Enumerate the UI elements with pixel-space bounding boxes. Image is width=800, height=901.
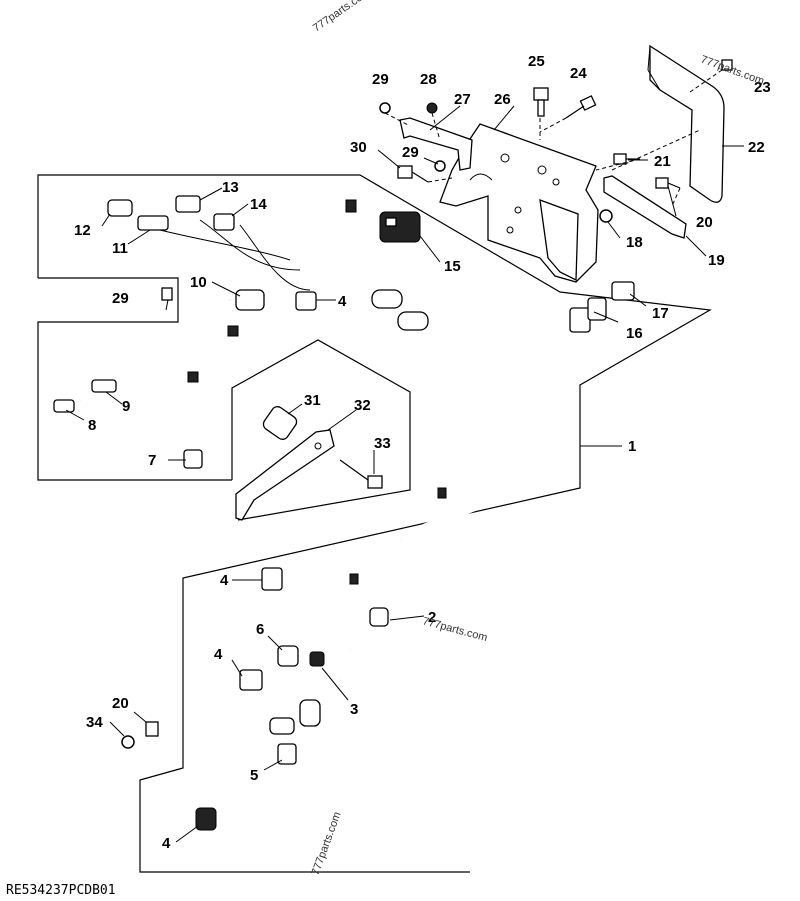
connector-6 bbox=[277, 645, 299, 667]
callout-26: 26 bbox=[494, 91, 511, 108]
bolt-30 bbox=[397, 165, 429, 183]
callout-10: 10 bbox=[190, 274, 207, 291]
group-outline-lines bbox=[37, 174, 712, 873]
harness-cables bbox=[78, 199, 581, 833]
connector-17 bbox=[611, 281, 635, 301]
callout-32: 32 bbox=[354, 397, 371, 414]
bolt-20 bbox=[655, 177, 681, 189]
bolt-25 bbox=[533, 87, 549, 117]
callout-13: 13 bbox=[222, 179, 239, 196]
watermark-right: 777parts.com bbox=[699, 54, 766, 88]
callout-1: 1 bbox=[628, 438, 636, 455]
strap-19 bbox=[603, 175, 687, 239]
callout-labels: 1 2 3 4 4 4 4 5 6 7 8 9 10 11 12 13 14 1… bbox=[74, 53, 771, 852]
callout-19: 19 bbox=[708, 252, 725, 269]
callout-27: 27 bbox=[454, 91, 471, 108]
loose-parts bbox=[121, 287, 383, 749]
connector-10 bbox=[235, 289, 265, 311]
callout-29-mid: 29 bbox=[402, 144, 419, 161]
connector-16 bbox=[569, 297, 607, 333]
connector-4-bottom bbox=[195, 807, 217, 831]
drawing-code: RE534237PCDB01 bbox=[6, 883, 116, 898]
callout-23: 23 bbox=[754, 79, 771, 96]
callout-14: 14 bbox=[250, 196, 267, 213]
callout-7: 7 bbox=[148, 452, 156, 469]
bracket-assembly bbox=[379, 44, 733, 283]
callout-15: 15 bbox=[444, 258, 461, 275]
callout-12: 12 bbox=[74, 222, 91, 239]
watermark-bottom: 777parts.com bbox=[310, 810, 344, 877]
callout-25: 25 bbox=[528, 53, 545, 70]
callout-18: 18 bbox=[626, 234, 643, 251]
stud-29-left bbox=[161, 287, 173, 301]
spacer-31 bbox=[262, 406, 298, 440]
callout-2: 2 bbox=[428, 609, 436, 626]
connector-7 bbox=[183, 449, 203, 469]
bracket-32 bbox=[235, 429, 335, 521]
callout-24: 24 bbox=[570, 65, 587, 82]
callout-28: 28 bbox=[420, 71, 437, 88]
callout-30: 30 bbox=[350, 139, 367, 156]
callout-11: 11 bbox=[112, 240, 128, 257]
callout-16: 16 bbox=[626, 325, 643, 342]
nut-29-upper bbox=[379, 102, 391, 114]
callout-34: 34 bbox=[86, 714, 103, 731]
connector-12 bbox=[107, 199, 133, 217]
callout-20-upper: 20 bbox=[696, 214, 713, 231]
callout-6: 6 bbox=[256, 621, 264, 638]
bolt-20-lower bbox=[145, 721, 159, 737]
watermark-middle: 777parts.com bbox=[421, 615, 488, 644]
connector-14 bbox=[213, 213, 235, 231]
nut-34 bbox=[121, 735, 135, 749]
callout-33: 33 bbox=[374, 435, 391, 452]
callout-4-bottom: 4 bbox=[162, 835, 171, 852]
callout-17: 17 bbox=[652, 305, 669, 322]
nut-29 bbox=[434, 160, 446, 172]
connector-5 bbox=[277, 743, 297, 765]
callout-4-upper: 4 bbox=[338, 293, 347, 310]
callout-29-left: 29 bbox=[112, 290, 129, 307]
connectors bbox=[53, 195, 635, 831]
connector-4-mid bbox=[261, 567, 283, 591]
callout-4-mid: 4 bbox=[220, 572, 229, 589]
nut-18 bbox=[599, 209, 613, 223]
connector-2 bbox=[369, 607, 389, 627]
leader-lines bbox=[65, 105, 744, 843]
bolt-21 bbox=[613, 153, 640, 165]
cover-22 bbox=[649, 44, 725, 203]
connector-15 bbox=[379, 211, 421, 243]
bolt-33 bbox=[339, 459, 383, 489]
callout-3: 3 bbox=[350, 701, 358, 718]
callout-21: 21 bbox=[654, 153, 671, 170]
callout-22: 22 bbox=[748, 139, 765, 156]
callout-5: 5 bbox=[250, 767, 258, 784]
connector-4-lower bbox=[239, 669, 263, 691]
nut-23 bbox=[721, 59, 733, 71]
connector-4-upper bbox=[295, 291, 317, 311]
connector-13 bbox=[175, 195, 201, 213]
watermark-top: 777parts.com bbox=[311, 0, 372, 34]
connector-9 bbox=[91, 379, 117, 393]
connector-8 bbox=[53, 399, 75, 413]
callout-31: 31 bbox=[304, 392, 321, 409]
callout-20-lower: 20 bbox=[112, 695, 129, 712]
callout-4-lower: 4 bbox=[214, 646, 223, 663]
connector-11 bbox=[137, 215, 169, 231]
bolt-24 bbox=[565, 95, 597, 119]
callout-8: 8 bbox=[88, 417, 96, 434]
plate-27 bbox=[399, 117, 473, 171]
callout-9: 9 bbox=[122, 398, 130, 415]
nut-28 bbox=[426, 102, 438, 114]
callout-29-upper: 29 bbox=[372, 71, 389, 88]
